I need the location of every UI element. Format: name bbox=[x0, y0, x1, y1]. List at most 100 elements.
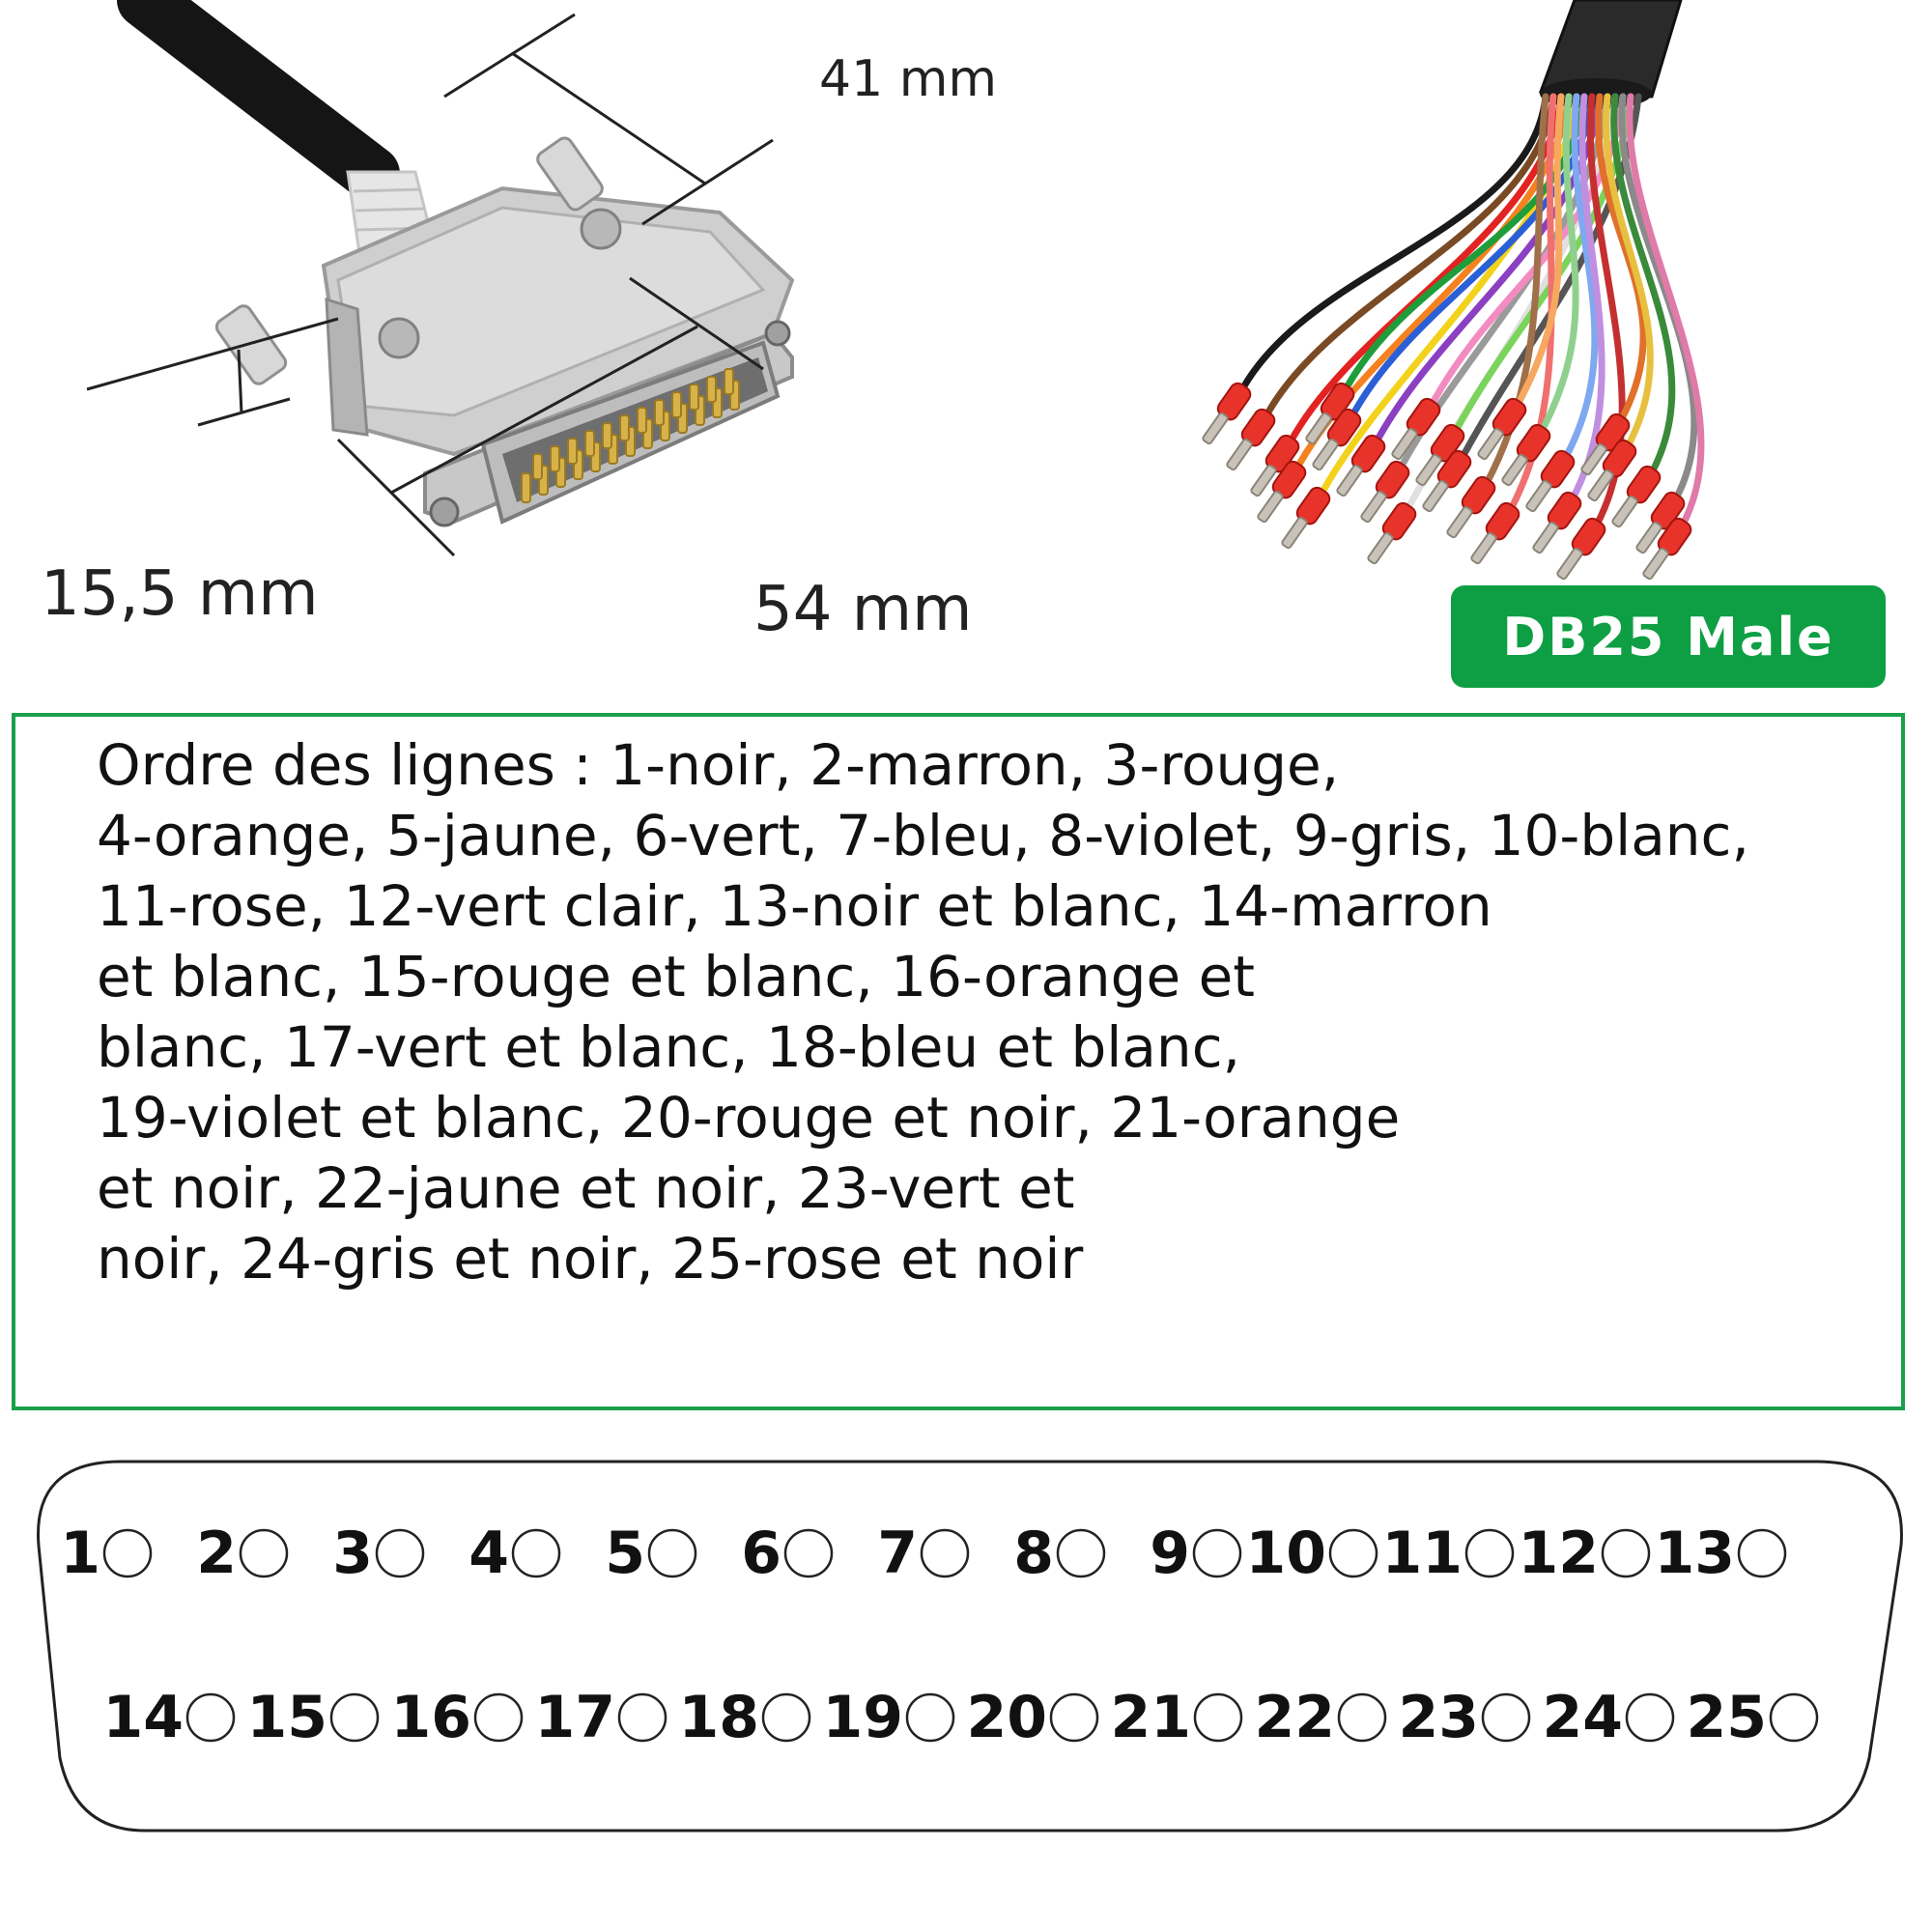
pin-number: 23 bbox=[1399, 1684, 1480, 1751]
pin-number: 14 bbox=[103, 1684, 185, 1751]
wire bbox=[1610, 93, 1676, 478]
pin-number: 18 bbox=[679, 1684, 760, 1751]
pin-hole-icon bbox=[1481, 1692, 1531, 1743]
ferrule-tip bbox=[1391, 427, 1418, 461]
height-dimension-label: 15,5 mm bbox=[41, 558, 319, 630]
pin-number: 7 bbox=[877, 1520, 918, 1587]
pin-hole-icon bbox=[329, 1692, 380, 1743]
hood-screw bbox=[580, 208, 622, 250]
pin-number: 16 bbox=[391, 1684, 472, 1751]
wire-order-box: Ordre des lignes : 1-noir, 2-marron, 3-r… bbox=[12, 713, 1905, 1410]
pin-number: 9 bbox=[1150, 1520, 1190, 1587]
pin-number: 21 bbox=[1111, 1684, 1192, 1751]
pin-hole-icon bbox=[783, 1528, 834, 1578]
pin-number: 17 bbox=[535, 1684, 616, 1751]
pin-number: 13 bbox=[1655, 1520, 1736, 1587]
ferrule-tip bbox=[1635, 521, 1662, 554]
flange-screw bbox=[429, 497, 460, 527]
pin-hole-icon bbox=[1601, 1528, 1651, 1578]
pin-hole-icon bbox=[375, 1528, 425, 1578]
ferrule-tip bbox=[1556, 547, 1583, 581]
flange-screw bbox=[764, 320, 791, 347]
ferrule-tip bbox=[1532, 521, 1559, 554]
db25-male-badge: DB25 Male bbox=[1451, 585, 1886, 688]
wire bbox=[1513, 93, 1565, 411]
ferrules bbox=[1202, 382, 1692, 581]
pin-number: 10 bbox=[1246, 1520, 1327, 1587]
pin-hole-icon bbox=[1769, 1692, 1819, 1743]
pin-hole-icon bbox=[905, 1692, 955, 1743]
ferrule-tip bbox=[1202, 412, 1229, 445]
pin-number: 5 bbox=[605, 1520, 645, 1587]
pin-hole-icon bbox=[473, 1692, 524, 1743]
wire-order-line: 19-violet et blanc, 20-rouge et noir, 21… bbox=[97, 1085, 1401, 1151]
gold-pins bbox=[521, 368, 740, 503]
wire bbox=[1603, 93, 1654, 452]
wire bbox=[1561, 93, 1599, 463]
pin-hole-icon bbox=[102, 1528, 153, 1578]
pin-hole-icon bbox=[1464, 1528, 1515, 1578]
pin-hole-icon bbox=[1192, 1528, 1242, 1578]
wire-order-line: et blanc, 15-rouge et blanc, 16-orange e… bbox=[97, 944, 1255, 1009]
ferrule-tip bbox=[1336, 464, 1363, 497]
pin-number: 8 bbox=[1013, 1520, 1054, 1587]
pin-hole-icon bbox=[185, 1692, 236, 1743]
wire bbox=[1537, 93, 1579, 437]
pin-number: 24 bbox=[1543, 1684, 1624, 1751]
ferrule-tip bbox=[1250, 464, 1277, 497]
wire-order-line: noir, 24-gris et noir, 25-rose et noir bbox=[97, 1226, 1084, 1292]
dimension-lines bbox=[86, 13, 774, 557]
pin-hole-icon bbox=[647, 1528, 697, 1578]
pin-hole-icon bbox=[1193, 1692, 1243, 1743]
pin-number: 11 bbox=[1382, 1520, 1463, 1587]
ferrule-tip bbox=[1257, 490, 1284, 524]
ferrule-tip bbox=[1501, 453, 1528, 487]
cable bbox=[117, 0, 400, 202]
ferrule-tip bbox=[1446, 505, 1473, 539]
pin-number: 19 bbox=[823, 1684, 904, 1751]
pin-number: 22 bbox=[1255, 1684, 1336, 1751]
pin-hole-icon bbox=[617, 1692, 668, 1743]
ferrule-tip bbox=[1470, 531, 1497, 565]
ferrule-tip bbox=[1587, 469, 1614, 502]
pin-hole-icon bbox=[1625, 1692, 1675, 1743]
wire bbox=[1341, 93, 1588, 395]
wire bbox=[1262, 93, 1557, 421]
ferrule-tip bbox=[1360, 490, 1387, 524]
d-sub-outline bbox=[37, 1460, 1903, 1833]
ferrule-tip bbox=[1477, 427, 1504, 461]
wire-order-line: 11-rose, 12-vert clair, 13-noir et blanc… bbox=[97, 873, 1492, 939]
ferrule-tip bbox=[1281, 516, 1308, 550]
pin-hole-icon bbox=[1049, 1692, 1099, 1743]
pin-number: 3 bbox=[332, 1520, 373, 1587]
pin-number: 15 bbox=[247, 1684, 328, 1751]
ferrule-tip bbox=[1642, 547, 1669, 581]
wire bbox=[1568, 93, 1605, 504]
ferrule-tip bbox=[1367, 531, 1394, 565]
ferrule-tip bbox=[1226, 438, 1253, 471]
wire-order-line: et noir, 22-jaune et noir, 23-vert et bbox=[97, 1155, 1075, 1221]
pin-hole-icon bbox=[239, 1528, 289, 1578]
pin-hole-icon bbox=[1737, 1528, 1787, 1578]
wire-order-line: 4-orange, 5-jaune, 6-vert, 7-bleu, 8-vio… bbox=[97, 803, 1749, 868]
pin-hole-icon bbox=[761, 1692, 811, 1743]
connector-hood bbox=[321, 185, 795, 457]
connector-illustration bbox=[86, 0, 1705, 581]
pin-number: 2 bbox=[196, 1520, 237, 1587]
pin-number: 12 bbox=[1519, 1520, 1600, 1587]
ferrule-tip bbox=[1611, 495, 1638, 528]
hood-screw bbox=[378, 317, 420, 359]
ferrule-tip bbox=[1422, 479, 1449, 513]
pin-number: 1 bbox=[60, 1520, 100, 1587]
pin-hole-icon bbox=[1337, 1692, 1387, 1743]
pin-number: 20 bbox=[967, 1684, 1048, 1751]
wire bbox=[1626, 93, 1705, 530]
wire-order-line: blanc, 17-vert et blanc, 18-bleu et blan… bbox=[97, 1014, 1241, 1080]
length-dimension-label: 54 mm bbox=[753, 574, 973, 645]
ferrule-tip bbox=[1580, 442, 1607, 476]
wire bbox=[1237, 93, 1549, 395]
wire bbox=[1317, 93, 1580, 499]
wire bbox=[1595, 93, 1647, 426]
